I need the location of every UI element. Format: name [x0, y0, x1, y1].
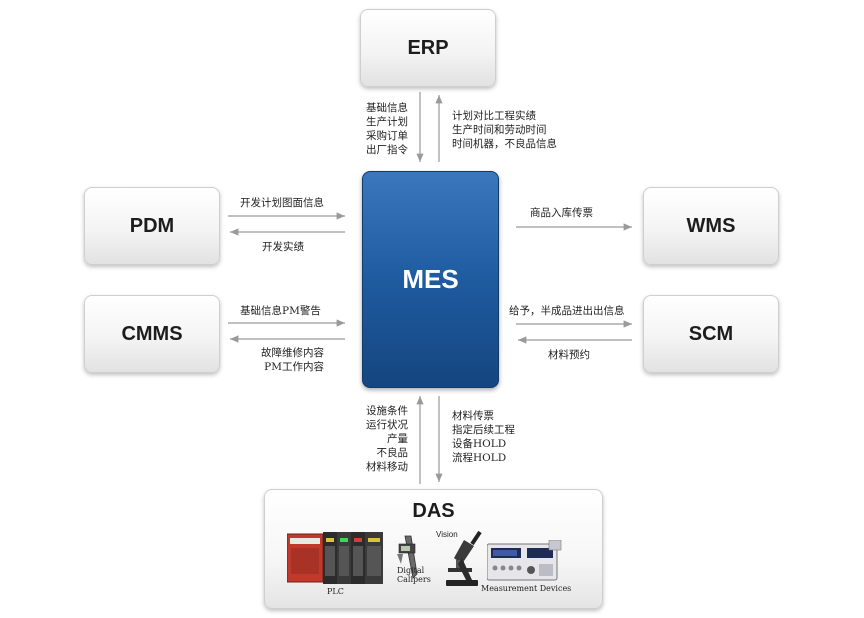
measurement-device-icon	[487, 540, 562, 581]
plc-label: PLC	[327, 587, 344, 596]
scm-box: SCM	[643, 295, 779, 373]
calipers-device-icon	[397, 535, 418, 579]
mes-to-pdm-label: 开发实绩	[262, 241, 304, 253]
das-box: DAS PLC Digital Calipers Vision	[264, 489, 603, 609]
pdm-box: PDM	[84, 187, 220, 265]
calipers-label: Digital Calipers	[397, 566, 431, 584]
mes-box: MES	[362, 171, 499, 388]
vision-label: Vision	[436, 530, 458, 539]
scm-to-mes-label: 材料预约	[548, 349, 590, 361]
erp-box: ERP	[360, 9, 496, 87]
wms-box: WMS	[643, 187, 779, 265]
mes-to-wms-label: 商品入库传票	[530, 207, 593, 219]
cmms-to-mes-label: 基础信息PM警告	[240, 305, 321, 317]
mes-label: MES	[402, 264, 459, 294]
cmms-box: CMMS	[84, 295, 220, 373]
erp-to-mes-label: 基础信息 生产计划 采购订单 出厂指令	[366, 102, 408, 156]
cmms-label: CMMS	[121, 322, 183, 345]
mes-to-das-label: 材料传票 指定后续工程 设备HOLD 流程HOLD	[452, 410, 515, 464]
mes-to-cmms-label: 故障维修内容 PM工作内容	[261, 347, 324, 373]
das-label: DAS	[412, 500, 455, 522]
wms-label: WMS	[686, 214, 736, 237]
pdm-label: PDM	[129, 214, 175, 237]
pdm-to-mes-label: 开发计划图面信息	[240, 197, 324, 209]
mes-to-erp-label: 计划对比工程实绩 生产时间和劳动时间 时间机器，不良品信息	[452, 110, 557, 150]
erp-label: ERP	[407, 36, 449, 59]
mes-to-scm-label: 给予，半成品进出出信息	[509, 305, 625, 317]
das-to-mes-label: 设施条件 运行状况 产量 不良品 材料移动	[366, 405, 408, 473]
vision-device-icon	[446, 530, 482, 586]
scm-label: SCM	[688, 322, 734, 345]
plc-device-icon	[287, 532, 383, 584]
measurement-label: Measurement Devices	[481, 584, 572, 593]
